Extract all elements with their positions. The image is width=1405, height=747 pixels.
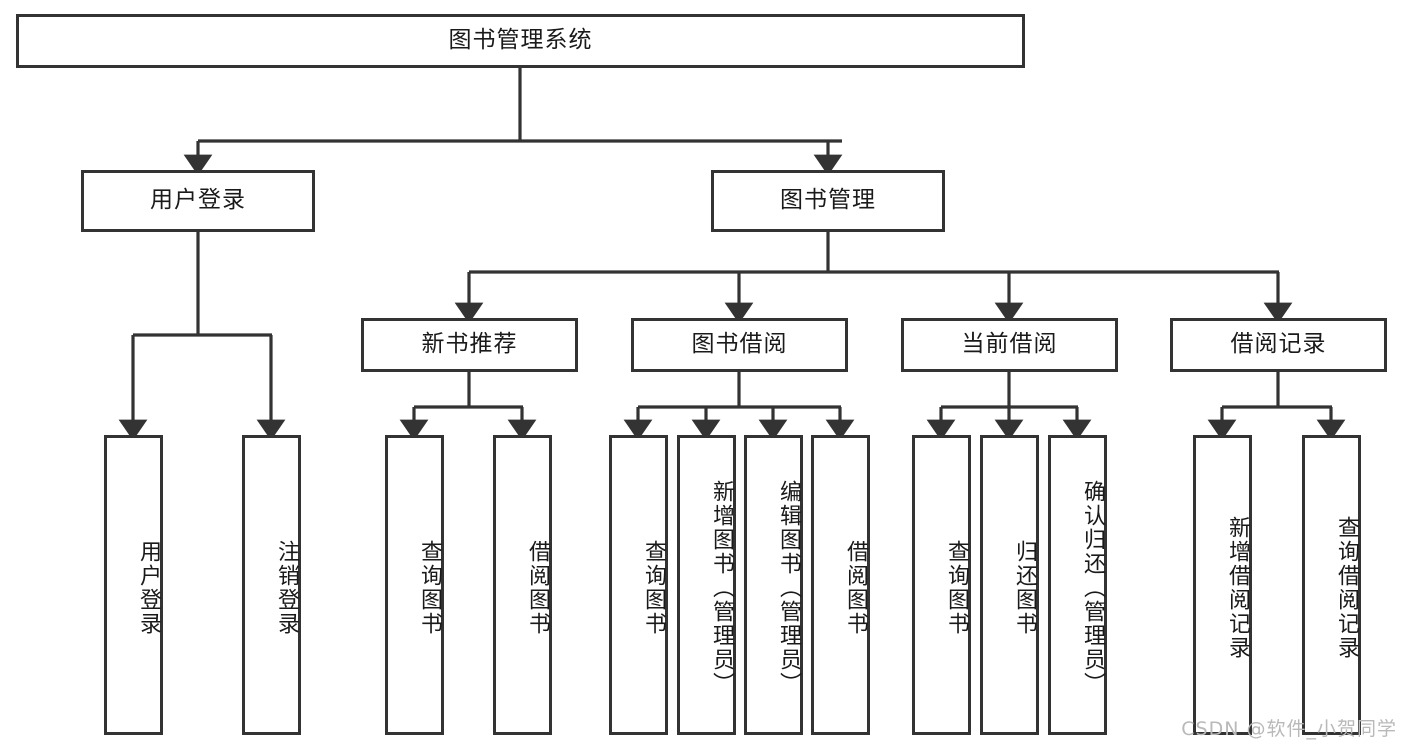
node-current-borrow-label: 当前借阅 [961, 331, 1058, 358]
leaf-query-book-2[interactable]: 查询图书 [609, 435, 668, 735]
leaf-confirm-return-label: 确认归还（管理员） [1080, 480, 1105, 696]
leaf-return-book[interactable]: 归还图书 [980, 435, 1039, 735]
node-book-manage-label: 图书管理 [780, 187, 876, 214]
node-book-borrow[interactable]: 图书借阅 [631, 318, 848, 372]
leaf-user-logout-label: 注销登录 [274, 540, 299, 636]
node-book-borrow-label: 图书借阅 [691, 331, 788, 358]
leaf-query-record[interactable]: 查询借阅记录 [1302, 435, 1361, 735]
leaf-edit-book[interactable]: 编辑图书（管理员） [744, 435, 803, 735]
leaf-confirm-return[interactable]: 确认归还（管理员） [1048, 435, 1107, 735]
node-user-login[interactable]: 用户登录 [81, 170, 315, 232]
leaf-query-book-1-label: 查询图书 [417, 540, 442, 636]
leaf-query-book-2-label: 查询图书 [641, 540, 666, 636]
node-new-book-recommend-label: 新书推荐 [421, 331, 518, 358]
leaf-borrow-book-2-label: 借阅图书 [843, 540, 868, 636]
leaf-borrow-book-1-label: 借阅图书 [525, 540, 550, 636]
leaf-add-book[interactable]: 新增图书（管理员） [677, 435, 736, 735]
leaf-borrow-book-1[interactable]: 借阅图书 [493, 435, 552, 735]
leaf-add-book-label: 新增图书（管理员） [709, 480, 734, 696]
leaf-user-login-label: 用户登录 [136, 540, 161, 636]
node-borrow-record[interactable]: 借阅记录 [1170, 318, 1387, 372]
leaf-return-book-label: 归还图书 [1012, 540, 1037, 636]
leaf-query-book-1[interactable]: 查询图书 [385, 435, 444, 735]
node-borrow-record-label: 借阅记录 [1230, 331, 1327, 358]
node-new-book-recommend[interactable]: 新书推荐 [361, 318, 578, 372]
node-root[interactable]: 图书管理系统 [16, 14, 1025, 68]
node-root-label: 图书管理系统 [448, 27, 593, 54]
leaf-add-record-label: 新增借阅记录 [1225, 516, 1250, 660]
leaf-user-login[interactable]: 用户登录 [104, 435, 163, 735]
node-user-login-label: 用户登录 [150, 187, 246, 214]
leaf-query-book-3[interactable]: 查询图书 [912, 435, 971, 735]
leaf-query-record-label: 查询借阅记录 [1334, 516, 1359, 660]
leaf-add-record[interactable]: 新增借阅记录 [1193, 435, 1252, 735]
node-book-manage[interactable]: 图书管理 [711, 170, 945, 232]
leaf-query-book-3-label: 查询图书 [944, 540, 969, 636]
leaf-borrow-book-2[interactable]: 借阅图书 [811, 435, 870, 735]
leaf-edit-book-label: 编辑图书（管理员） [776, 480, 801, 696]
leaf-user-logout[interactable]: 注销登录 [242, 435, 301, 735]
node-current-borrow[interactable]: 当前借阅 [901, 318, 1118, 372]
